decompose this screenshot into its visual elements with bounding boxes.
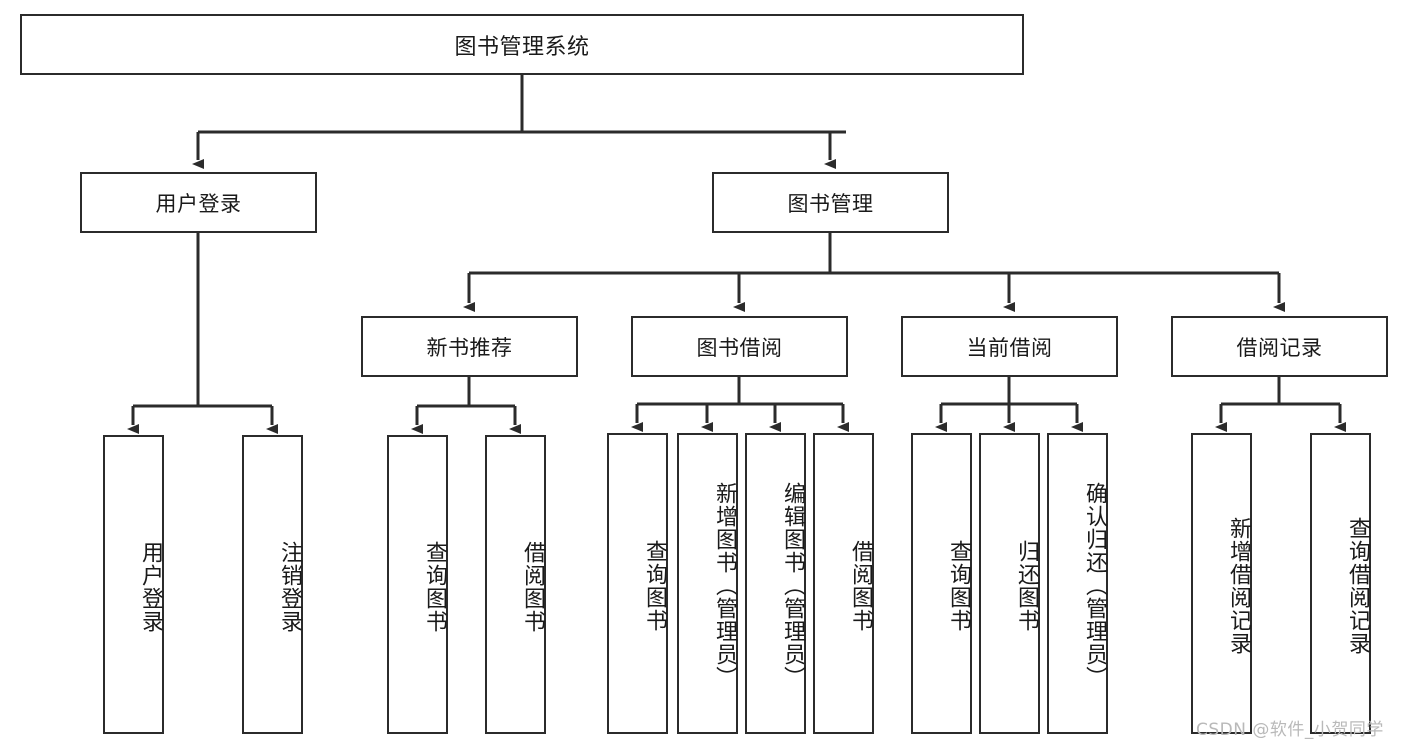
leaf-borrow-book-borrow[interactable]: 借阅图书 (813, 433, 874, 734)
leaf-logout[interactable]: 注销登录 (242, 435, 303, 734)
leaf-edit-book-admin[interactable]: 编辑图书（管理员） (745, 433, 806, 734)
leaf-return-book[interactable]: 归还图书 (979, 433, 1040, 734)
leaf-query-book-newbook[interactable]: 查询图书 (387, 435, 448, 734)
leaf-query-book-borrow[interactable]: 查询图书 (607, 433, 668, 734)
node-user-login[interactable]: 用户登录 (80, 172, 317, 233)
node-current-borrow[interactable]: 当前借阅 (901, 316, 1118, 377)
node-root[interactable]: 图书管理系统 (20, 14, 1024, 75)
leaf-query-borrow-record[interactable]: 查询借阅记录 (1310, 433, 1371, 734)
node-book-borrow[interactable]: 图书借阅 (631, 316, 848, 377)
leaf-add-book-admin[interactable]: 新增图书（管理员） (677, 433, 738, 734)
leaf-user-login[interactable]: 用户登录 (103, 435, 164, 734)
node-borrow-record[interactable]: 借阅记录 (1171, 316, 1388, 377)
node-book-management[interactable]: 图书管理 (712, 172, 949, 233)
leaf-add-borrow-record[interactable]: 新增借阅记录 (1191, 433, 1252, 734)
leaf-query-book-current[interactable]: 查询图书 (911, 433, 972, 734)
leaf-borrow-book-newbook[interactable]: 借阅图书 (485, 435, 546, 734)
leaf-confirm-return-admin[interactable]: 确认归还（管理员） (1047, 433, 1108, 734)
csdn-watermark: CSDN @软件_小贺同学 (1196, 720, 1384, 740)
node-new-book-recommend[interactable]: 新书推荐 (361, 316, 578, 377)
